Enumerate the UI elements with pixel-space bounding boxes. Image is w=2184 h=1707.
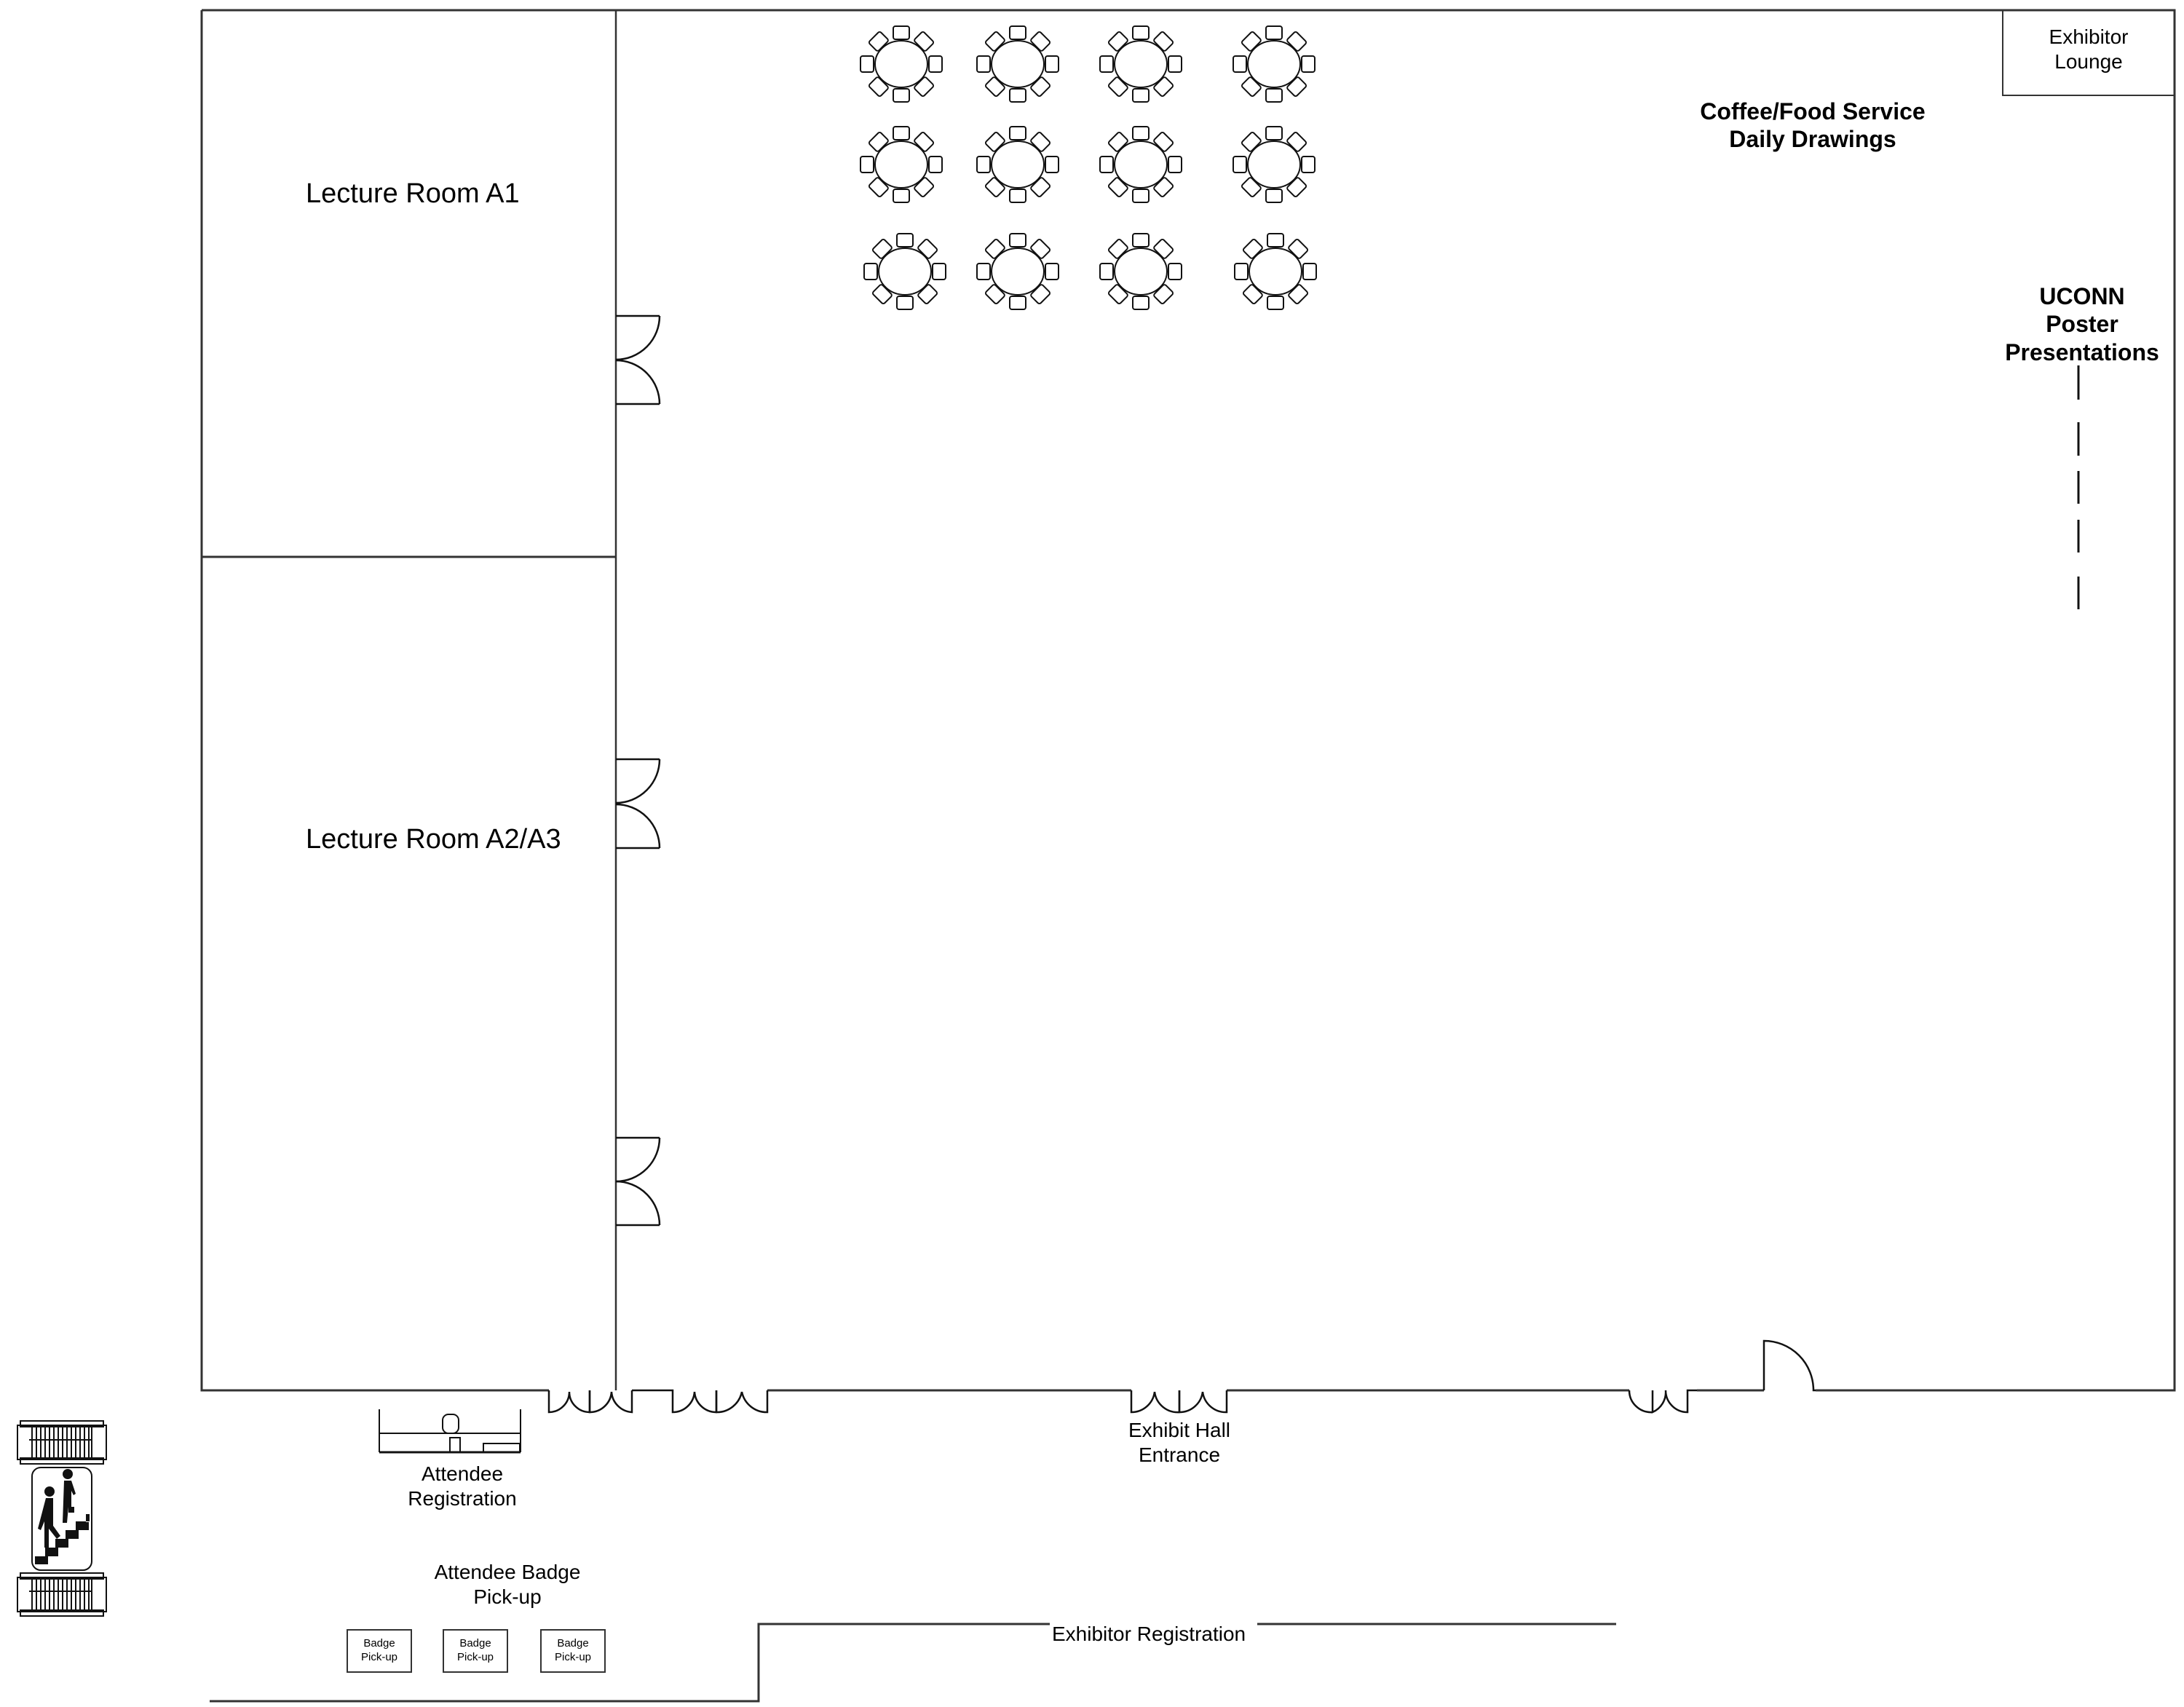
round-tables [860, 25, 1317, 310]
double-door-icon [1130, 1390, 1228, 1414]
door-icon [1762, 1339, 1816, 1392]
stairs-icon [31, 1467, 92, 1571]
area-label-poster-presentations: UCONN Poster Presentations [2005, 283, 2159, 365]
double-door-icon [1628, 1389, 1697, 1414]
badge-pickup-booth: Badge Pick-up [347, 1629, 412, 1673]
area-label-attendee-badge-pickup: Attendee Badge Pick-up [434, 1561, 581, 1608]
double-door-icon [615, 314, 661, 405]
hall-wall-top-right [202, 9, 2176, 1392]
double-door-icon [547, 1389, 769, 1414]
area-label-coffee-food: Coffee/Food Service Daily Drawings [1700, 98, 1926, 153]
area-label-exhibitor-registration: Exhibitor Registration [1052, 1623, 1246, 1645]
registration-desk-icon [379, 1409, 521, 1454]
area-label-exhibit-hall-entrance: Exhibit Hall Entrance [1128, 1419, 1231, 1466]
double-door-icon [615, 1136, 661, 1227]
area-label-attendee-registration: Attendee Registration [408, 1462, 517, 1510]
double-door-icon [615, 758, 661, 849]
hall-wall-left [200, 10, 549, 1392]
room-label-lecture-a1: Lecture Room A1 [306, 178, 520, 209]
corridor-wall-lower [210, 1623, 1050, 1703]
room-label-exhibitor-lounge: Exhibitor Lounge [2049, 25, 2129, 73]
room-label-lecture-a2a3: Lecture Room A2/A3 [306, 824, 561, 855]
badge-pickup-booth: Badge Pick-up [443, 1629, 508, 1673]
escalator-icon [17, 1572, 107, 1617]
escalator-icon [17, 1420, 107, 1465]
badge-pickup-booth: Badge Pick-up [540, 1629, 606, 1673]
